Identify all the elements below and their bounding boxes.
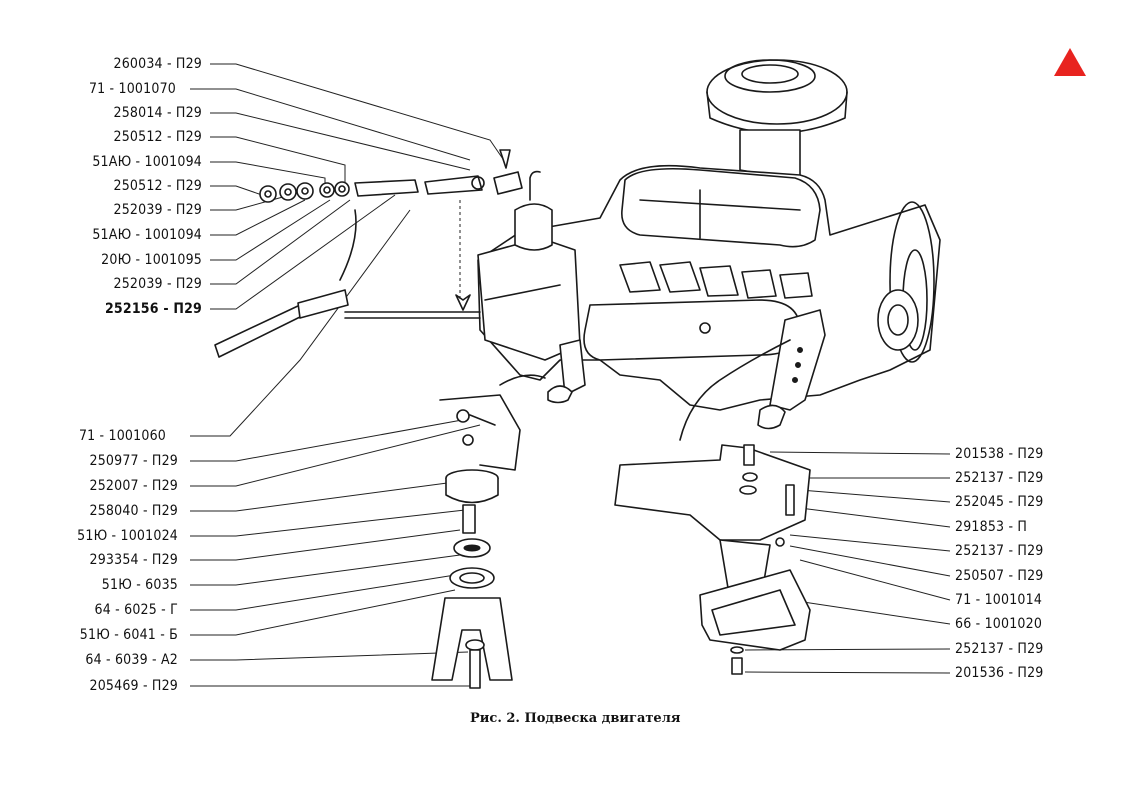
label-left-16: 51Ю - 1001024	[77, 528, 178, 544]
label-right-3: 252045 - П29	[955, 494, 1044, 510]
label-left-18: 51Ю - 6035	[101, 577, 178, 593]
triangle-up-icon[interactable]	[1054, 48, 1086, 76]
label-left-15: 258040 - П29	[89, 503, 178, 519]
label-right-10: 201536 - П29	[955, 665, 1044, 681]
label-left-20: 51Ю - 6041 - Б	[79, 627, 178, 643]
label-left-4: 250512 - П29	[113, 129, 202, 145]
label-left-7: 252039 - П29	[113, 202, 202, 218]
label-left-5: 51АЮ - 1001094	[92, 154, 202, 170]
label-right-7: 71 - 1001014	[955, 592, 1043, 608]
right-leader-lines	[744, 451, 951, 674]
label-left-2: 71 - 1001070	[88, 81, 176, 97]
label-right-1: 201538 - П29	[955, 446, 1044, 462]
left-mount-stack	[431, 394, 521, 689]
label-left-3: 258014 - П29	[113, 105, 202, 121]
label-left-12: 71 - 1001060	[78, 428, 166, 444]
label-right-5: 252137 - П29	[955, 543, 1044, 559]
label-right-6: 250507 - П29	[955, 568, 1044, 584]
left-leader-lines	[190, 63, 506, 687]
label-left-21: 64 - 6039 - А2	[85, 652, 178, 668]
label-left-14: 252007 - П29	[89, 478, 178, 494]
label-right-9: 252137 - П29	[955, 641, 1044, 657]
label-left-1: 260034 - П29	[113, 56, 202, 72]
label-right-2: 252137 - П29	[955, 470, 1044, 486]
label-left-22: 205469 - П29	[89, 678, 178, 694]
clutch-linkage	[214, 149, 523, 358]
figure-caption: Рис. 2. Подвеска двигателя	[470, 711, 681, 726]
label-left-19: 64 - 6025 - Г	[94, 602, 178, 618]
label-left-13: 250977 - П29	[89, 453, 178, 469]
label-left-10: 252039 - П29	[113, 276, 202, 292]
label-left-17: 293354 - П29	[89, 552, 178, 568]
label-right-4: 291853 - П	[955, 519, 1028, 535]
right-mount-stack	[614, 444, 811, 675]
label-left-6: 250512 - П29	[113, 178, 202, 194]
label-left-8: 51АЮ - 1001094	[92, 227, 202, 243]
label-right-8: 66 - 1001020	[955, 616, 1043, 632]
engine-block	[477, 59, 941, 441]
label-left-9: 20Ю - 1001095	[101, 252, 202, 268]
label-left-11: 252156 - П29	[104, 301, 202, 317]
